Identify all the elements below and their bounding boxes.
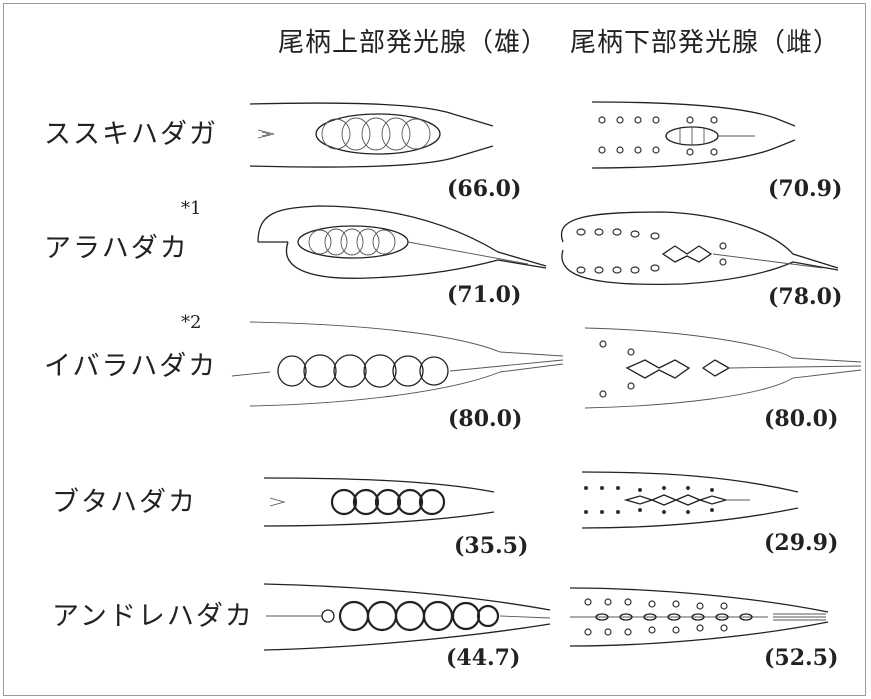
footnote-marker-ibara: *2 [181, 312, 201, 333]
dorsal-size-label-ara: (71.0) [447, 282, 521, 308]
dorsal-size-label-ibara: (80.0) [448, 406, 522, 432]
ventral-gland-illustration-buta [580, 468, 800, 534]
dorsal-size-label-buta: (35.5) [454, 533, 528, 559]
species-label-andore: アンドレハダカ [52, 594, 254, 633]
ventral-size-label-buta: (29.9) [764, 530, 838, 556]
ventral-size-label-ibara: (80.0) [764, 406, 838, 432]
ventral-gland-illustration-andore [568, 584, 830, 650]
dorsal-gland-illustration-ibara [230, 316, 565, 411]
dorsal-gland-illustration-susuki [248, 96, 498, 176]
ventral-size-label-ara: (78.0) [768, 284, 842, 310]
column-header-dorsal: 尾柄上部発光腺（雄） [278, 22, 548, 59]
ventral-gland-illustration-susuki [590, 96, 800, 176]
ventral-size-label-andore: (52.5) [764, 645, 838, 671]
species-label-susuki: ススキハダガ [44, 112, 218, 151]
dorsal-gland-illustration-buta [262, 472, 497, 532]
species-label-ara: アラハダカ [44, 226, 189, 265]
ventral-gland-illustration-ibara [583, 322, 863, 412]
dorsal-size-label-andore: (44.7) [446, 645, 520, 671]
ventral-size-label-susuki: (70.9) [768, 176, 842, 202]
dorsal-gland-illustration-andore [262, 580, 552, 655]
dorsal-size-label-susuki: (66.0) [447, 176, 521, 202]
column-header-ventral: 尾柄下部発光腺（雌） [570, 22, 840, 59]
dorsal-gland-illustration-ara [258, 202, 548, 284]
ventral-gland-illustration-ara [553, 206, 843, 288]
species-label-buta: ブタハダカ [52, 480, 197, 519]
species-label-ibara: イバラハダカ [44, 344, 217, 383]
footnote-marker-ara: *1 [181, 198, 201, 219]
